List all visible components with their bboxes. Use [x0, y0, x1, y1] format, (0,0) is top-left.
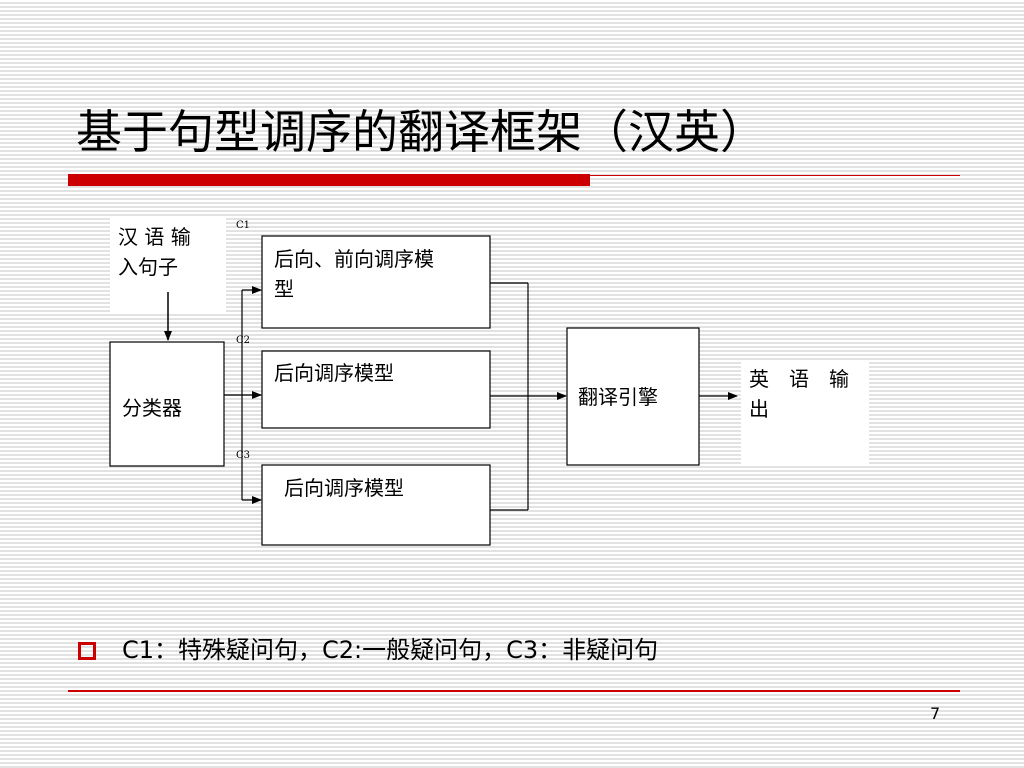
model-label-c3: 后向调序模型	[284, 476, 404, 500]
model-label-c2: 后向调序模型	[274, 361, 394, 385]
input-sentence-label: 汉 语 输 入句子	[118, 225, 191, 279]
bullet-square-icon	[78, 642, 96, 660]
classifier-label: 分类器	[122, 396, 182, 420]
model-box-c3	[261, 464, 491, 546]
condition-label-c2: C2	[236, 335, 251, 346]
slide-title: 基于句型调序的翻译框架（汉英）	[76, 105, 766, 159]
model-label-c1: 后向、前向调序模 型	[274, 247, 434, 301]
title-underline-thin	[590, 175, 960, 176]
output-label-area	[741, 360, 869, 464]
condition-label-c3: C3	[236, 450, 251, 461]
footer-rule	[68, 690, 960, 692]
engine-box	[566, 327, 700, 466]
model-box-c1	[261, 235, 491, 329]
model-box-c2	[261, 350, 491, 429]
classifier-box	[109, 341, 225, 467]
output-label: 英 语 输 出	[749, 367, 849, 421]
condition-label-c1: C1	[236, 220, 251, 231]
page-number: 7	[930, 704, 941, 723]
title-underline-thick	[68, 174, 590, 186]
bullet-text: C1：特殊疑问句，C2:一般疑问句，C3：非疑问句	[122, 636, 659, 664]
engine-label: 翻译引擎	[578, 385, 658, 409]
